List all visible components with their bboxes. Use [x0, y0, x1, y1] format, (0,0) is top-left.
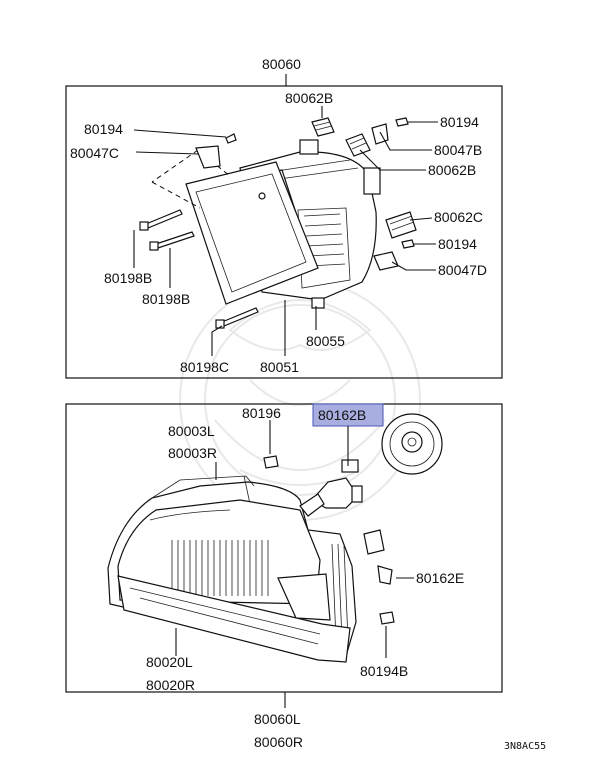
label-80047D[interactable]: 80047D — [438, 262, 487, 278]
label-80003L[interactable]: 80003L — [168, 423, 215, 439]
label-80162B[interactable]: 80162B — [318, 407, 366, 423]
label-80062C[interactable]: 80062C — [434, 209, 483, 225]
label-80003R[interactable]: 80003R — [168, 445, 217, 461]
label-80062B-right[interactable]: 80062B — [428, 162, 476, 178]
label-80060[interactable]: 80060 — [262, 56, 301, 72]
label-80055[interactable]: 80055 — [306, 333, 345, 349]
upper-panel-frame — [65, 85, 503, 379]
upper-leaders — [133, 106, 438, 356]
label-80198B-2[interactable]: 80198B — [142, 291, 190, 307]
label-80194-right[interactable]: 80194 — [440, 114, 479, 130]
diagram-code: 3N8AC55 — [504, 741, 546, 752]
label-80198C[interactable]: 80198C — [180, 359, 229, 375]
label-80196[interactable]: 80196 — [242, 405, 281, 421]
lower-leaders — [175, 420, 414, 658]
label-80162E[interactable]: 80162E — [416, 570, 464, 586]
watermark-emblem — [179, 279, 421, 521]
lower-panel-drawing — [107, 413, 443, 663]
label-80194-mid[interactable]: 80194 — [438, 236, 477, 252]
label-80194-left[interactable]: 80194 — [84, 121, 123, 137]
label-80194B[interactable]: 80194B — [360, 663, 408, 679]
label-80060L[interactable]: 80060L — [254, 711, 301, 727]
label-80047B[interactable]: 80047B — [434, 142, 482, 158]
upper-panel-drawing — [139, 117, 417, 329]
label-80020R[interactable]: 80020R — [146, 677, 195, 693]
label-80062B-top[interactable]: 80062B — [285, 90, 333, 106]
label-80020L[interactable]: 80020L — [146, 654, 193, 670]
label-80051[interactable]: 80051 — [260, 359, 299, 375]
label-80198B-1[interactable]: 80198B — [104, 270, 152, 286]
lower-panel-frame — [65, 403, 503, 693]
label-80060R[interactable]: 80060R — [254, 734, 303, 750]
label-80047C[interactable]: 80047C — [70, 145, 119, 161]
